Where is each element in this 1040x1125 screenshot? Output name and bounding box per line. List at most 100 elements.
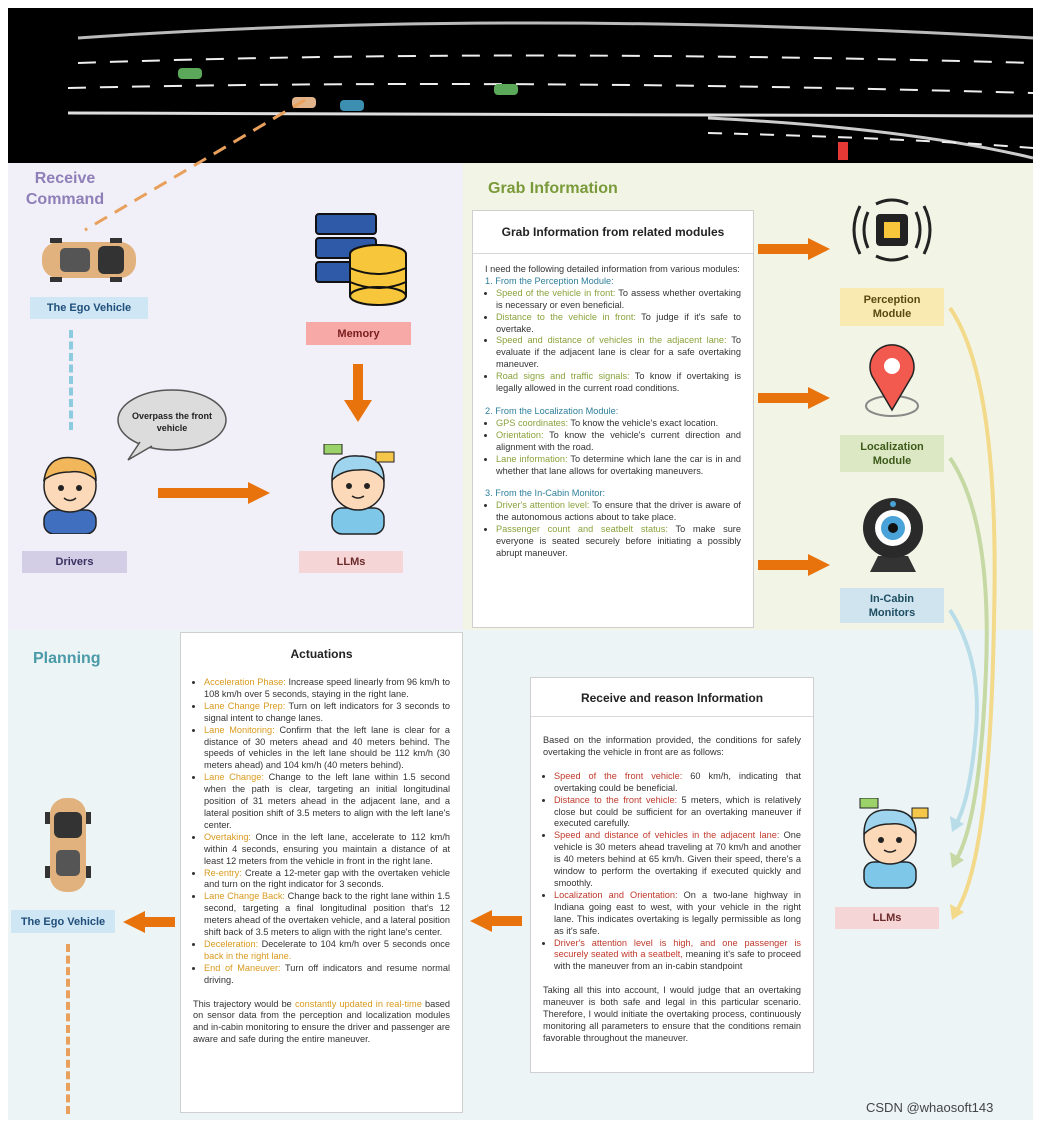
grab-intro: I need the following detailed informatio…	[485, 264, 740, 274]
grab-group-list: GPS coordinates: To know the vehicle's e…	[485, 418, 741, 478]
actuation-item: End of Maneuver: Turn off indicators and…	[204, 963, 450, 987]
actuations-box-body: Acceleration Phase: Increase speed linea…	[181, 671, 462, 1046]
grab-group-list: Speed of the vehicle in front: To assess…	[485, 288, 741, 395]
location-pin-icon	[865, 344, 919, 417]
actuation-item: Lane Change Prep: Turn on left indicator…	[204, 701, 450, 725]
planning-title: Planning	[33, 650, 101, 667]
actuation-text: Turn on left indicators for 3 seconds to…	[204, 700, 450, 723]
ego-pointer-line	[84, 98, 306, 232]
sensor-chip-icon	[852, 198, 932, 262]
reason-item: Driver's attention level is high, and on…	[554, 938, 801, 974]
grab-item: Speed of the vehicle in front: To assess…	[496, 288, 741, 312]
webcam-icon	[863, 498, 923, 572]
reason-list: Speed of the front vehicle: 60 km/h, ind…	[543, 771, 801, 973]
actuation-text: Change to the left lane within 1.5 secon…	[204, 772, 450, 830]
grab-item: Road signs and traffic signals: To know …	[496, 371, 741, 395]
driver-to-llm-arrow	[158, 482, 270, 504]
llms-tag-top: LLMs	[299, 551, 403, 573]
receive-command-title: Receive Command	[25, 170, 105, 208]
grab-item-key: Road signs and traffic signals:	[496, 371, 630, 382]
actuations-list: Acceleration Phase: Increase speed linea…	[193, 677, 450, 987]
actuation-text: Change back to the right lane within 1.5…	[204, 891, 450, 938]
footer-post: based on sensor data from the perception…	[193, 998, 451, 1045]
grab-item-text: To judge if it's safe to overtake.	[496, 311, 741, 334]
grab-item-key: Speed and distance of vehicles in the ad…	[496, 335, 727, 346]
reason-text: 5 meters, which is relatively close but …	[554, 794, 801, 829]
ego-driver-link	[69, 330, 77, 430]
footer-pre: This trajectory would be	[193, 998, 295, 1009]
grab-item: Speed and distance of vehicles in the ad…	[496, 335, 741, 371]
actuation-key: Acceleration Phase:	[204, 677, 286, 687]
actuation-key: Lane Change:	[204, 772, 264, 783]
module-to-llm-curves	[948, 306, 997, 920]
actuation-item: Re-entry: Create a 12-meter gap with the…	[204, 868, 450, 892]
reason-text: On a two-lane highway in Indiana going e…	[554, 889, 801, 936]
grab-item-key: Lane information:	[496, 453, 568, 464]
reason-to-actuation-arrow	[470, 910, 522, 932]
driver-avatar-icon	[42, 456, 97, 534]
memory-to-llm-arrow	[344, 364, 372, 422]
actuation-item: Lane Change: Change to the left lane wit…	[204, 772, 450, 832]
grab-group-heading: 3. From the In-Cabin Monitor:	[485, 488, 605, 499]
speech-bubble-icon	[117, 389, 227, 461]
actuation-item: Overtaking: Once in the left lane, accel…	[204, 832, 450, 868]
grab-item-text: To ensure that the driver is aware of th…	[496, 500, 741, 523]
grab-group-list: Driver's attention level: To ensure that…	[485, 500, 741, 560]
grab-item-text: To make sure everyone is seated securely…	[496, 524, 741, 558]
actuation-text: Once in the left lane, accelerate to 112…	[204, 831, 450, 866]
grab-item-key: Passenger count and seatbelt status:	[496, 524, 668, 535]
actuation-text: Increase speed linearly from 96 km/h to …	[204, 677, 450, 699]
actuation-text: Turn off indicators and resume normal dr…	[204, 962, 450, 985]
actuation-to-ego-arrow	[123, 911, 175, 933]
ego-trajectory-line	[66, 944, 74, 1114]
reason-conclusion: Taking all this into account, I would ju…	[543, 985, 801, 1043]
grab-item-key: Distance to the vehicle in front:	[496, 311, 636, 322]
actuation-key: Lane Monitoring:	[204, 724, 275, 735]
grab-item: Distance to the vehicle in front: To jud…	[496, 312, 741, 336]
grab-item-text: To know the vehicle's current direction …	[496, 429, 741, 452]
actuation-key: End of Maneuver:	[204, 962, 281, 973]
in-cabin-monitors-tag: In-Cabin Monitors	[840, 588, 944, 623]
grab-box-title: Grab Information from related modules	[473, 211, 753, 254]
reason-item: Speed and distance of vehicles in the ad…	[554, 830, 801, 890]
actuations-box: Actuations Acceleration Phase: Increase …	[180, 632, 463, 1113]
footer-key: constantly updated in real-time	[294, 998, 422, 1009]
grab-item-key: Speed of the vehicle in front:	[496, 287, 616, 298]
grab-box-body: I need the following detailed informatio…	[473, 254, 753, 560]
ego-vehicle-tag-bottom: The Ego Vehicle	[11, 910, 115, 933]
actuation-text: Decelerate to 104 km/h over 5 seconds on…	[258, 938, 450, 949]
grab-item: Lane information: To determine which lan…	[496, 454, 741, 478]
actuation-item: Lane Monitoring: Confirm that the left l…	[204, 725, 450, 773]
memory-tag: Memory	[306, 322, 411, 345]
reason-key: Speed of the front vehicle:	[554, 770, 683, 781]
grab-item-key: Orientation:	[496, 429, 544, 440]
reason-box: Receive and reason Information Based on …	[530, 677, 814, 1073]
reason-key: Localization and Orientation:	[554, 889, 678, 900]
highway-aerial-image	[8, 8, 1034, 163]
ego-car-icon	[42, 238, 136, 282]
grab-item-text: To evaluate if the adjacent lane is clea…	[496, 335, 741, 370]
red-marker	[838, 142, 848, 160]
grab-item-text: To assess whether overtaking is necessar…	[496, 287, 742, 310]
reason-text: meaning it's safe to proceed with the ma…	[554, 949, 802, 972]
car-icon	[178, 68, 202, 79]
grab-item-text: To know if overtaking is legally allowed…	[496, 371, 741, 394]
grab-item-text: To determine which lane the car is in an…	[496, 453, 742, 476]
arrow-to-localization	[758, 387, 830, 409]
reason-text: One vehicle is 30 meters ahead traveling…	[554, 830, 801, 888]
perception-module-tag: Perception Module	[840, 288, 944, 326]
actuation-key: Lane Change Prep:	[204, 700, 286, 711]
actuation-key: Re-entry:	[204, 867, 242, 878]
grab-group-heading: 1. From the Perception Module:	[485, 275, 614, 286]
reason-text: 60 km/h, indicating that overtaking coul…	[554, 770, 801, 793]
reason-item: Distance to the front vehicle: 5 meters,…	[554, 795, 801, 831]
speech-bubble-text: Overpass the front vehicle	[131, 411, 213, 433]
grab-information-box: Grab Information from related modules I …	[472, 210, 754, 628]
grab-item: Driver's attention level: To ensure that…	[496, 500, 741, 524]
actuation-text: Create a 12-meter gap with the overtaken…	[204, 867, 450, 890]
car-icon	[494, 84, 518, 95]
actuation-item: Lane Change Back: Change back to the rig…	[204, 891, 450, 939]
grab-group-heading: 2. From the Localization Module:	[485, 405, 619, 416]
reason-item: Localization and Orientation: On a two-l…	[554, 890, 801, 938]
grab-item: Passenger count and seatbelt status: To …	[496, 524, 741, 560]
